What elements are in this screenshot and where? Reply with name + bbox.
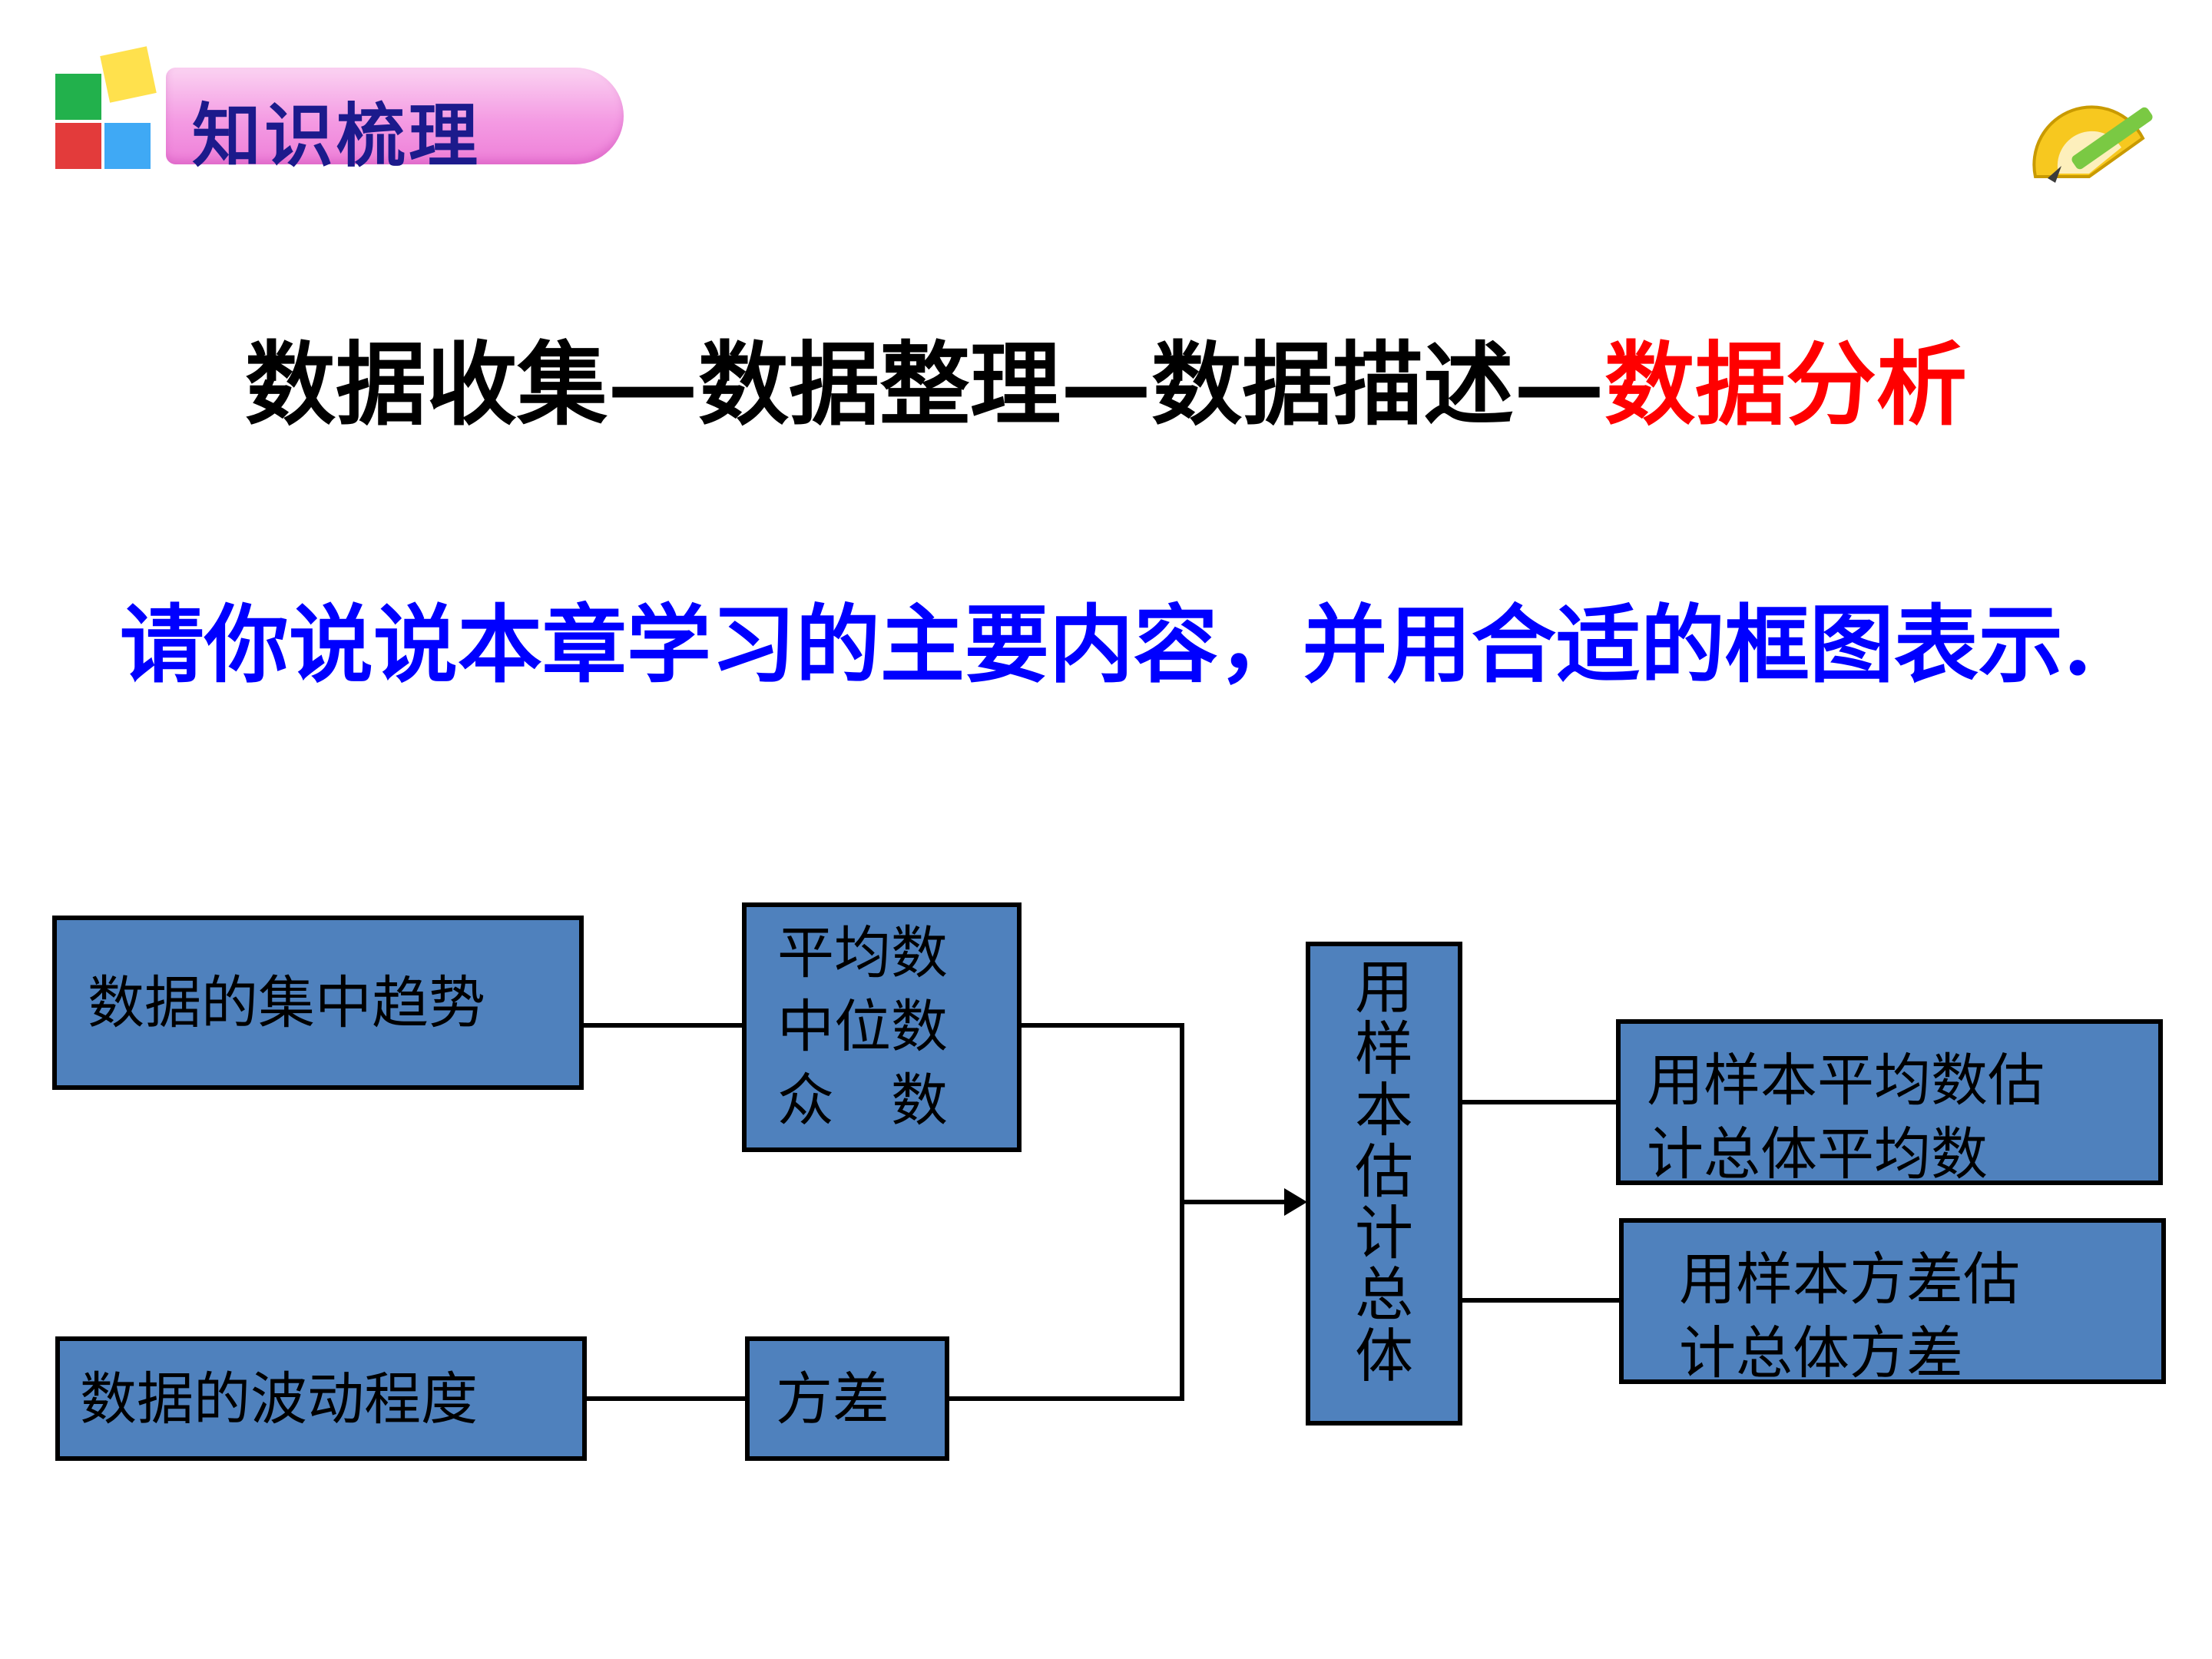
flow-highlight: 数据分析 [1604,331,1968,438]
estimate-char: 总 [1355,1260,1413,1329]
estimate-char: 估 [1355,1137,1413,1206]
box-line: 用样本平均数估 [1647,1048,2045,1114]
connector-line [1462,1298,1619,1303]
measure-label: 中位数 [777,994,948,1060]
connector-line [949,1396,1184,1401]
badge-pill: 知识梳理 [166,68,624,177]
connector-line [1022,1023,1184,1028]
estimate-char: 本 [1355,1076,1413,1144]
flow-separator: — [1514,331,1605,438]
section-badge: 知识梳理 [51,46,627,177]
estimate-box: 用 样 本 估 计 总 体 [1306,942,1462,1426]
measures-box: 平均数 中位数 众 数 [742,902,1022,1152]
connector-line [1180,1200,1289,1204]
connector-line [1180,1023,1184,1401]
box-label: 方差 [776,1366,889,1432]
estimate-mean-box: 用样本平均数估 计总体平均数 [1616,1019,2163,1185]
box-line: 计总体方差 [1679,1320,1963,1384]
measure-label: 众 数 [777,1068,948,1134]
flow-headline: 数据收集—数据整理—数据描述—数据分析 [0,311,2212,442]
estimate-variance-box: 用样本方差估 计总体方差 [1619,1218,2166,1384]
box-line: 计总体平均数 [1647,1121,1988,1185]
estimate-char: 体 [1355,1322,1413,1390]
measure-label: 平均数 [777,920,948,986]
flow-separator: — [1061,331,1151,438]
flow-step: 数据收集 [244,331,608,438]
badge-title: 知识梳理 [192,96,481,177]
protractor-pencil-icon [2032,105,2153,183]
connector-line [1462,1100,1616,1104]
variance-box: 方差 [745,1336,949,1461]
central-tendency-box: 数据的集中趋势 [52,916,584,1090]
dispersion-box: 数据的波动程度 [55,1336,587,1461]
estimate-char: 计 [1355,1199,1413,1267]
estimate-char: 用 [1355,953,1413,1022]
prompt-text: 请你说说本章学习的主要内容，并用合适的框图表示. [119,595,2093,694]
connector-line [587,1396,745,1401]
estimate-char: 样 [1355,1015,1413,1083]
connector-line [584,1023,742,1028]
box-line: 用样本方差估 [1679,1247,2020,1313]
flow-separator: — [607,331,698,438]
box-label: 数据的集中趋势 [88,970,485,1036]
box-label: 数据的波动程度 [80,1366,478,1432]
arrow-head-icon [1284,1188,1307,1216]
flow-step: 数据整理 [697,331,1061,438]
flow-step: 数据描述 [1151,331,1515,438]
